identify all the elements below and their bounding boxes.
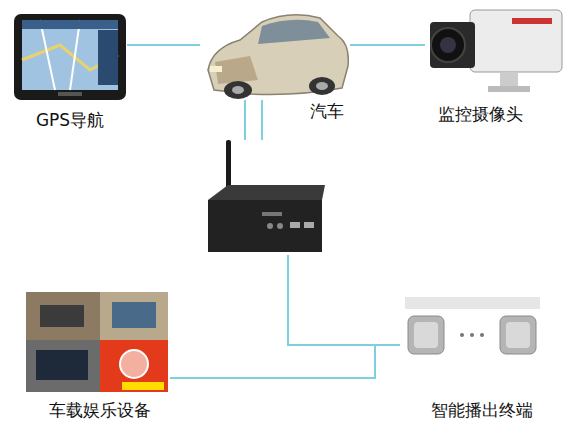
mini-pc-image xyxy=(208,140,325,252)
device-node: GPS导航 xyxy=(12,10,127,102)
device-node: 汽车 xyxy=(200,2,350,100)
terminal-image xyxy=(405,297,540,354)
cable-path xyxy=(288,255,400,345)
car-image xyxy=(208,15,348,99)
camera-image xyxy=(430,10,562,92)
device-label: 智能播出终端 xyxy=(429,400,535,420)
gps-device xyxy=(14,14,126,100)
device-label: GPS导航 xyxy=(34,110,106,130)
cable-line xyxy=(127,45,200,46)
device-label: 车载娱乐设备 xyxy=(47,400,153,420)
device-label: 汽车 xyxy=(308,101,346,121)
cable-line xyxy=(350,45,425,46)
cable-path xyxy=(170,255,375,378)
cable-path xyxy=(350,44,425,46)
device-node: 车载娱乐设备 xyxy=(25,290,170,395)
cable-line xyxy=(288,255,400,345)
cable-path xyxy=(245,100,262,140)
device-node xyxy=(205,140,325,255)
entertainment-image xyxy=(26,292,168,392)
device-label: 监控摄像头 xyxy=(436,104,525,124)
device-node: 智能播出终端 xyxy=(400,295,545,360)
cable-line xyxy=(245,100,262,140)
device-node: 监控摄像头 xyxy=(425,5,565,95)
cable-path xyxy=(127,44,200,46)
cable-line xyxy=(170,255,375,378)
